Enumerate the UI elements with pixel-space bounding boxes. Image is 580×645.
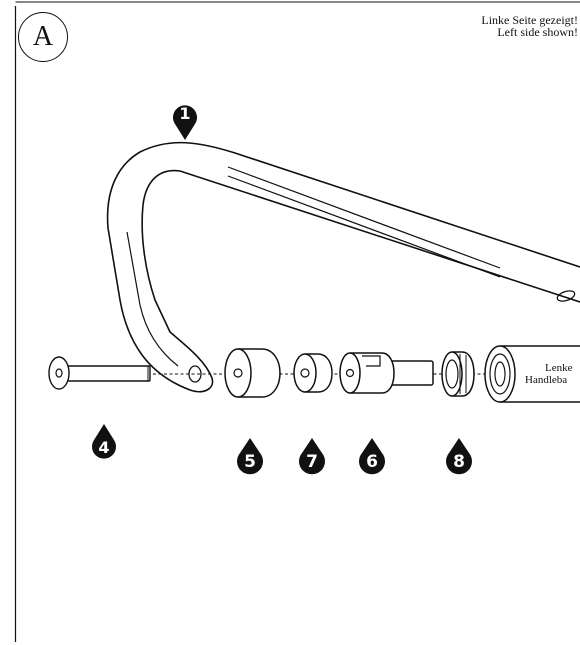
callout-6-number: 6 (366, 452, 378, 472)
handlebar-label-english: Handleba (525, 374, 568, 386)
adapter (339, 352, 434, 394)
rubber-ring (441, 351, 475, 397)
bolt (48, 356, 151, 390)
callout-4: 4 (92, 424, 117, 459)
hand-guard-bar (106, 141, 580, 393)
callout-8: 8 (445, 438, 472, 475)
note-german: Linke Seite gezeigt! (481, 13, 578, 27)
callout-8-number: 8 (453, 452, 465, 472)
note-english: Left side shown! (497, 25, 578, 39)
callout-7-number: 7 (306, 452, 318, 472)
callout-1-number: 1 (179, 104, 190, 123)
large-spacer (224, 348, 281, 398)
callout-6: 6 (359, 438, 386, 475)
small-spacer (293, 353, 333, 393)
panel-label: A (18, 12, 68, 62)
handlebar-label-german: Lenke (545, 362, 573, 374)
callout-1: 1 (173, 104, 197, 140)
handlebar-end (484, 345, 580, 403)
callout-7: 7 (299, 438, 325, 475)
callout-5: 5 (237, 438, 263, 475)
callout-4-number: 4 (98, 438, 109, 457)
callout-5-number: 5 (244, 452, 256, 472)
